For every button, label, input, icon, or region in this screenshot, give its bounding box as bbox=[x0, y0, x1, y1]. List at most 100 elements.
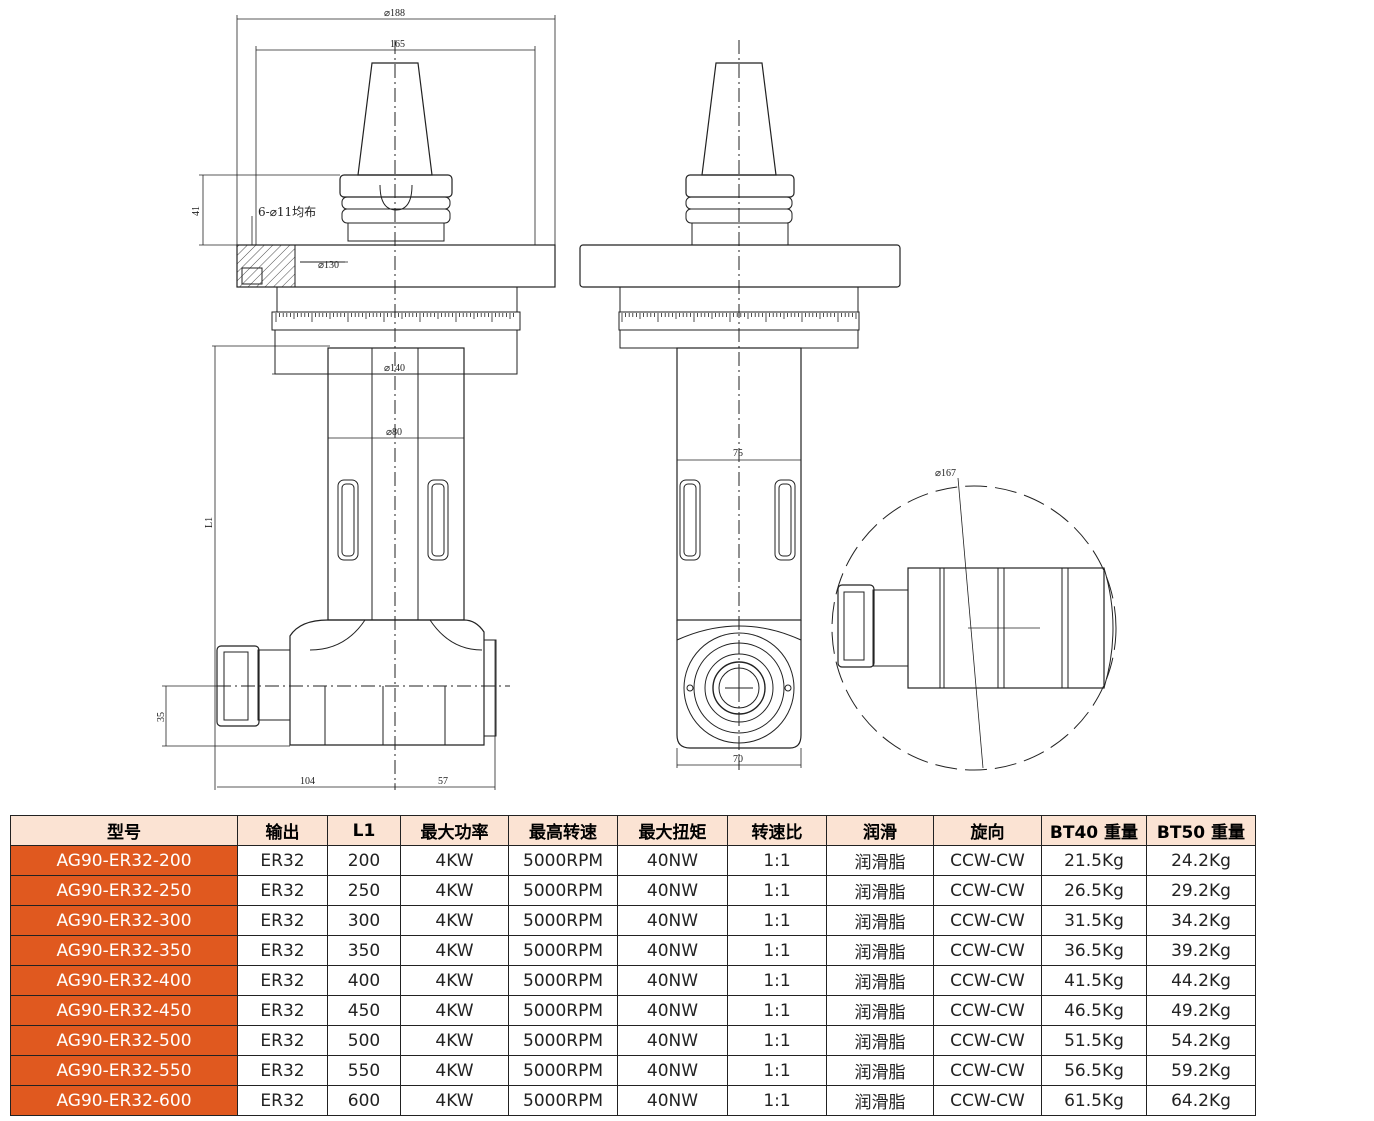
cell-model: AG90-ER32-350 bbox=[10, 935, 238, 966]
cell-ratio: 1:1 bbox=[727, 1085, 827, 1116]
dim-41: 41 bbox=[191, 206, 202, 216]
cell-output: ER32 bbox=[237, 935, 328, 966]
cell-l1: 300 bbox=[327, 905, 401, 936]
cell-output: ER32 bbox=[237, 1085, 328, 1116]
header-bt50-weight: BT50 重量 bbox=[1146, 815, 1256, 846]
table-row: AG90-ER32-350 ER32 350 4KW 5000RPM 40NW … bbox=[10, 935, 1256, 966]
dim-80: ⌀80 bbox=[386, 427, 402, 438]
cell-ratio: 1:1 bbox=[727, 965, 827, 996]
cell-rotation: CCW-CW bbox=[933, 1055, 1042, 1086]
cell-model: AG90-ER32-500 bbox=[10, 1025, 238, 1056]
cell-speed: 5000RPM bbox=[508, 1085, 618, 1116]
table-row: AG90-ER32-250 ER32 250 4KW 5000RPM 40NW … bbox=[10, 875, 1256, 906]
technical-drawing: ⌀188 165 41 6-⌀11均布 ⌀130 ⌀140 ⌀80 L1 35 … bbox=[156, 8, 1117, 790]
dim-167: ⌀167 bbox=[935, 468, 956, 479]
cell-bt40-weight: 26.5Kg bbox=[1041, 875, 1147, 906]
cell-output: ER32 bbox=[237, 875, 328, 906]
cell-bt40-weight: 61.5Kg bbox=[1041, 1085, 1147, 1116]
spec-table: 型号 输出 L1 最大功率 最高转速 最大扭矩 转速比 润滑 旋向 BT40 重… bbox=[10, 815, 1256, 1116]
cell-bt40-weight: 36.5Kg bbox=[1041, 935, 1147, 966]
cell-power: 4KW bbox=[400, 875, 509, 906]
dim-35: 35 bbox=[156, 712, 167, 722]
cell-lubrication: 润滑脂 bbox=[826, 1025, 934, 1056]
cell-speed: 5000RPM bbox=[508, 845, 618, 876]
header-max-speed: 最高转速 bbox=[508, 815, 618, 846]
cell-bt50-weight: 64.2Kg bbox=[1146, 1085, 1256, 1116]
cell-power: 4KW bbox=[400, 1025, 509, 1056]
cell-speed: 5000RPM bbox=[508, 935, 618, 966]
cell-output: ER32 bbox=[237, 1025, 328, 1056]
cell-speed: 5000RPM bbox=[508, 1055, 618, 1086]
side-view: 75 70 bbox=[579, 40, 901, 770]
cell-rotation: CCW-CW bbox=[933, 1085, 1042, 1116]
cell-ratio: 1:1 bbox=[727, 875, 827, 906]
cell-bt50-weight: 44.2Kg bbox=[1146, 965, 1256, 996]
cell-rotation: CCW-CW bbox=[933, 935, 1042, 966]
cell-torque: 40NW bbox=[617, 1025, 728, 1056]
dim-188: ⌀188 bbox=[384, 8, 405, 19]
header-max-torque: 最大扭矩 bbox=[617, 815, 728, 846]
cell-bt40-weight: 31.5Kg bbox=[1041, 905, 1147, 936]
cell-lubrication: 润滑脂 bbox=[826, 845, 934, 876]
dial-ticks-front bbox=[275, 313, 514, 322]
header-output: 输出 bbox=[237, 815, 328, 846]
cell-l1: 500 bbox=[327, 1025, 401, 1056]
cell-torque: 40NW bbox=[617, 935, 728, 966]
detail-view: ⌀167 bbox=[831, 468, 1117, 771]
cell-l1: 200 bbox=[327, 845, 401, 876]
header-ratio: 转速比 bbox=[727, 815, 827, 846]
cell-rotation: CCW-CW bbox=[933, 875, 1042, 906]
cell-power: 4KW bbox=[400, 935, 509, 966]
table-row: AG90-ER32-600 ER32 600 4KW 5000RPM 40NW … bbox=[10, 1085, 1256, 1116]
cell-bt40-weight: 41.5Kg bbox=[1041, 965, 1147, 996]
cell-ratio: 1:1 bbox=[727, 995, 827, 1026]
cell-bt40-weight: 56.5Kg bbox=[1041, 1055, 1147, 1086]
cell-torque: 40NW bbox=[617, 1055, 728, 1086]
cell-l1: 250 bbox=[327, 875, 401, 906]
dim-104: 104 bbox=[300, 776, 315, 787]
cell-power: 4KW bbox=[400, 1085, 509, 1116]
cell-speed: 5000RPM bbox=[508, 965, 618, 996]
cell-model: AG90-ER32-250 bbox=[10, 875, 238, 906]
cell-ratio: 1:1 bbox=[727, 845, 827, 876]
cell-speed: 5000RPM bbox=[508, 905, 618, 936]
cell-ratio: 1:1 bbox=[727, 1025, 827, 1056]
table-row: AG90-ER32-550 ER32 550 4KW 5000RPM 40NW … bbox=[10, 1055, 1256, 1086]
cell-output: ER32 bbox=[237, 1055, 328, 1086]
cell-output: ER32 bbox=[237, 905, 328, 936]
cell-ratio: 1:1 bbox=[727, 905, 827, 936]
cell-model: AG90-ER32-600 bbox=[10, 1085, 238, 1116]
cell-power: 4KW bbox=[400, 1055, 509, 1086]
cell-rotation: CCW-CW bbox=[933, 995, 1042, 1026]
table-row: AG90-ER32-300 ER32 300 4KW 5000RPM 40NW … bbox=[10, 905, 1256, 936]
cell-bt40-weight: 51.5Kg bbox=[1041, 1025, 1147, 1056]
cell-torque: 40NW bbox=[617, 995, 728, 1026]
cell-rotation: CCW-CW bbox=[933, 1025, 1042, 1056]
header-max-power: 最大功率 bbox=[400, 815, 509, 846]
cell-ratio: 1:1 bbox=[727, 935, 827, 966]
cell-bt40-weight: 46.5Kg bbox=[1041, 995, 1147, 1026]
cell-l1: 350 bbox=[327, 935, 401, 966]
cell-bt50-weight: 24.2Kg bbox=[1146, 845, 1256, 876]
cell-model: AG90-ER32-200 bbox=[10, 845, 238, 876]
cell-output: ER32 bbox=[237, 965, 328, 996]
cell-l1: 550 bbox=[327, 1055, 401, 1086]
cell-bt50-weight: 59.2Kg bbox=[1146, 1055, 1256, 1086]
hole-pattern-label: 6-⌀11均布 bbox=[258, 205, 316, 219]
table-row: AG90-ER32-500 ER32 500 4KW 5000RPM 40NW … bbox=[10, 1025, 1256, 1056]
header-bt40-weight: BT40 重量 bbox=[1041, 815, 1147, 846]
dim-130: ⌀130 bbox=[318, 260, 339, 271]
cell-power: 4KW bbox=[400, 965, 509, 996]
cell-rotation: CCW-CW bbox=[933, 965, 1042, 996]
cell-l1: 450 bbox=[327, 995, 401, 1026]
cell-bt50-weight: 54.2Kg bbox=[1146, 1025, 1256, 1056]
cell-model: AG90-ER32-450 bbox=[10, 995, 238, 1026]
cell-speed: 5000RPM bbox=[508, 995, 618, 1026]
cell-bt50-weight: 29.2Kg bbox=[1146, 875, 1256, 906]
cell-output: ER32 bbox=[237, 995, 328, 1026]
cell-torque: 40NW bbox=[617, 1085, 728, 1116]
header-l1: L1 bbox=[327, 815, 401, 846]
cell-lubrication: 润滑脂 bbox=[826, 905, 934, 936]
cell-model: AG90-ER32-550 bbox=[10, 1055, 238, 1086]
cell-model: AG90-ER32-300 bbox=[10, 905, 238, 936]
